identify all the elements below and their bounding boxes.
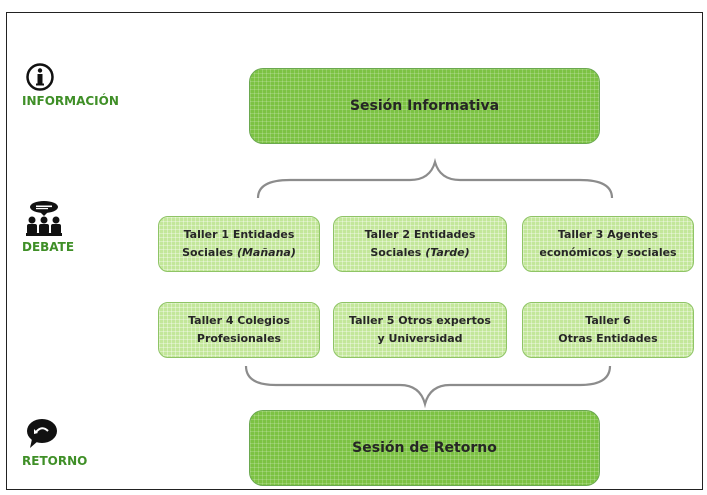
workshop-4-line1: Taller 4 Colegios [188, 314, 290, 327]
workshop-1-box: Taller 1 Entidades Sociales (Mañana) [158, 216, 320, 272]
workshop-2-box: Taller 2 Entidades Sociales (Tarde) [333, 216, 507, 272]
info-icon [26, 63, 54, 91]
workshop-2-line1: Taller 2 Entidades [364, 228, 476, 241]
phase-label-debate: DEBATE [22, 240, 75, 254]
phase-label-retorno: RETORNO [22, 454, 88, 468]
session-informativa-box: Sesión Informativa [249, 68, 600, 144]
phase-debate: DEBATE [22, 200, 142, 254]
session-retorno-label: Sesión de Retorno [352, 440, 497, 456]
session-informativa-label: Sesión Informativa [349, 98, 500, 114]
people-discussion-icon [26, 201, 62, 236]
workshop-3-line1: Taller 3 Agentes [557, 228, 659, 241]
workshop-3-box: Taller 3 Agentes económicos y sociales [522, 216, 694, 272]
workshop-6-line1: Taller 6 [585, 314, 631, 327]
workshop-4-line2: Profesionales [196, 332, 282, 345]
workshop-5-line1: Taller 5 Otros expertos [349, 314, 491, 327]
session-retorno-box: Sesión de Retorno [249, 410, 600, 486]
workshop-3-line2: económicos y sociales [539, 246, 677, 259]
diagram-frame [6, 12, 703, 490]
workshop-5-line2: y Universidad [377, 332, 463, 345]
return-speech-icon [27, 419, 57, 448]
phase-informacion: INFORMACIÓN [22, 62, 142, 108]
workshop-2-line2: Sociales (Tarde) [370, 246, 470, 259]
workshop-6-line2: Otras Entidades [558, 332, 658, 345]
phase-retorno: RETORNO [22, 418, 142, 468]
workshop-1-line2: Sociales (Mañana) [182, 246, 296, 259]
workshop-1-line1: Taller 1 Entidades [183, 228, 295, 241]
workshop-5-box: Taller 5 Otros expertos y Universidad [333, 302, 507, 358]
workshop-4-box: Taller 4 Colegios Profesionales [158, 302, 320, 358]
phase-label-informacion: INFORMACIÓN [22, 94, 119, 108]
workshop-6-box: Taller 6 Otras Entidades [522, 302, 694, 358]
